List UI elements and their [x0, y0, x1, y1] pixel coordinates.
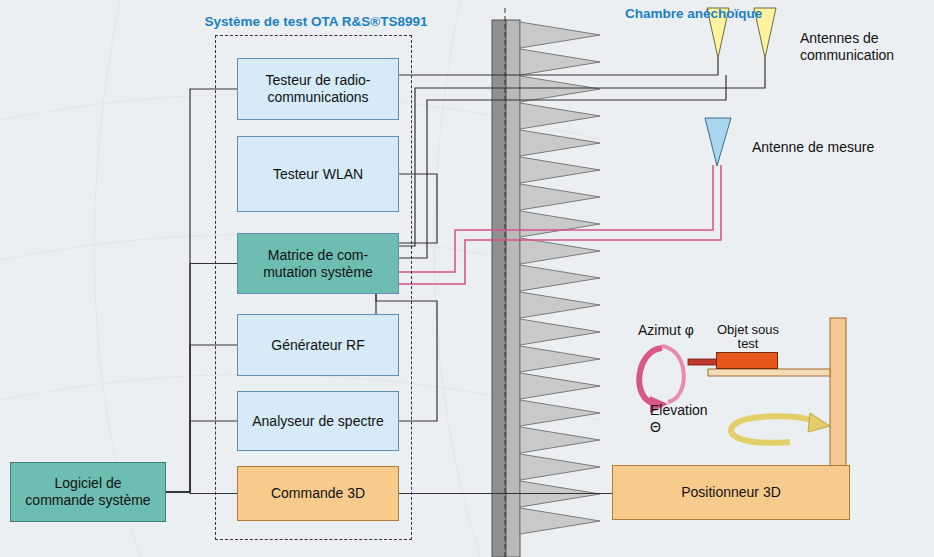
switch-matrix-box: Matrice de com- mutation système — [237, 233, 399, 294]
antenna-wire — [398, 58, 765, 246]
process-box: Testeur WLAN — [237, 136, 399, 212]
chamber-boundary — [505, 8, 506, 557]
box-label: Logiciel de commande système — [19, 475, 157, 509]
box-label: Commande 3D — [271, 485, 365, 502]
elevation-arrow — [731, 416, 815, 443]
box-label: Testeur WLAN — [273, 166, 363, 183]
process-box: Testeur de radio- communications — [237, 58, 399, 120]
group-heading: Système de test OTA R&S®TS8991 — [176, 13, 456, 30]
axis-label: Elevation Θ — [650, 402, 718, 436]
process-box: Générateur RF — [237, 314, 399, 376]
measurement-antenna — [705, 118, 731, 166]
process-box: Analyseur de spectre — [237, 391, 399, 451]
absorber-cones — [520, 22, 600, 534]
absorber-cone — [520, 373, 600, 399]
absorber-cone — [520, 319, 600, 345]
measurement-wire — [398, 165, 721, 284]
azimuth-arrow — [639, 348, 662, 404]
software-box: Logiciel de commande système — [10, 462, 166, 522]
azimuth-arrow — [662, 346, 684, 402]
absorber-cone — [520, 346, 600, 372]
measurement-wire — [398, 165, 713, 272]
absorber-cone — [520, 508, 600, 534]
antenna-label: Antenne de mesure — [752, 139, 922, 156]
watermark-grid — [0, 0, 600, 557]
test-system-group: Système de test OTA R&S®TS8991Testeur de… — [215, 35, 412, 540]
absorber-cone — [520, 238, 600, 264]
region-heading: Chambre anéchoïque — [625, 5, 825, 22]
device-under-test: Objet sous test — [716, 352, 778, 369]
absorber-cone — [520, 49, 600, 75]
dut-arm — [688, 359, 718, 365]
connector — [166, 492, 237, 494]
box-label: Testeur de radio- communications — [246, 72, 390, 106]
antenna-label: Antennes de communication — [800, 30, 925, 64]
absorber-cone — [520, 184, 600, 210]
absorber-cone — [520, 22, 600, 48]
absorber-cone — [520, 427, 600, 453]
absorber-cone — [520, 211, 600, 237]
positioner-box: Positionneur 3D — [612, 465, 850, 520]
absorber-cone — [520, 130, 600, 156]
connector — [166, 89, 237, 492]
grid-curve — [434, 0, 480, 557]
axis-label: Azimut φ — [638, 322, 710, 339]
absorber-cone — [520, 400, 600, 426]
absorber-cone — [520, 454, 600, 480]
connector — [399, 493, 612, 494]
control-box: Commande 3D — [237, 466, 399, 521]
connector — [166, 264, 237, 493]
box-label: Générateur RF — [271, 337, 364, 354]
absorber-cone — [520, 76, 600, 102]
connector — [399, 174, 437, 243]
absorber-cone — [520, 292, 600, 318]
absorber-cone — [520, 157, 600, 183]
positioner-mast — [830, 318, 846, 466]
box-label: Analyseur de spectre — [252, 413, 384, 430]
elevation-arrowhead — [808, 413, 830, 432]
box-label: Matrice de com- mutation système — [246, 247, 390, 281]
antenna-wire — [398, 58, 718, 75]
group-heading: Objet sous test — [707, 323, 789, 351]
absorber-cone — [520, 265, 600, 291]
turntable-plate — [708, 369, 830, 376]
absorber-cone — [520, 103, 600, 129]
connector — [166, 421, 237, 492]
connector — [166, 345, 237, 492]
box-label: Positionneur 3D — [681, 484, 781, 501]
